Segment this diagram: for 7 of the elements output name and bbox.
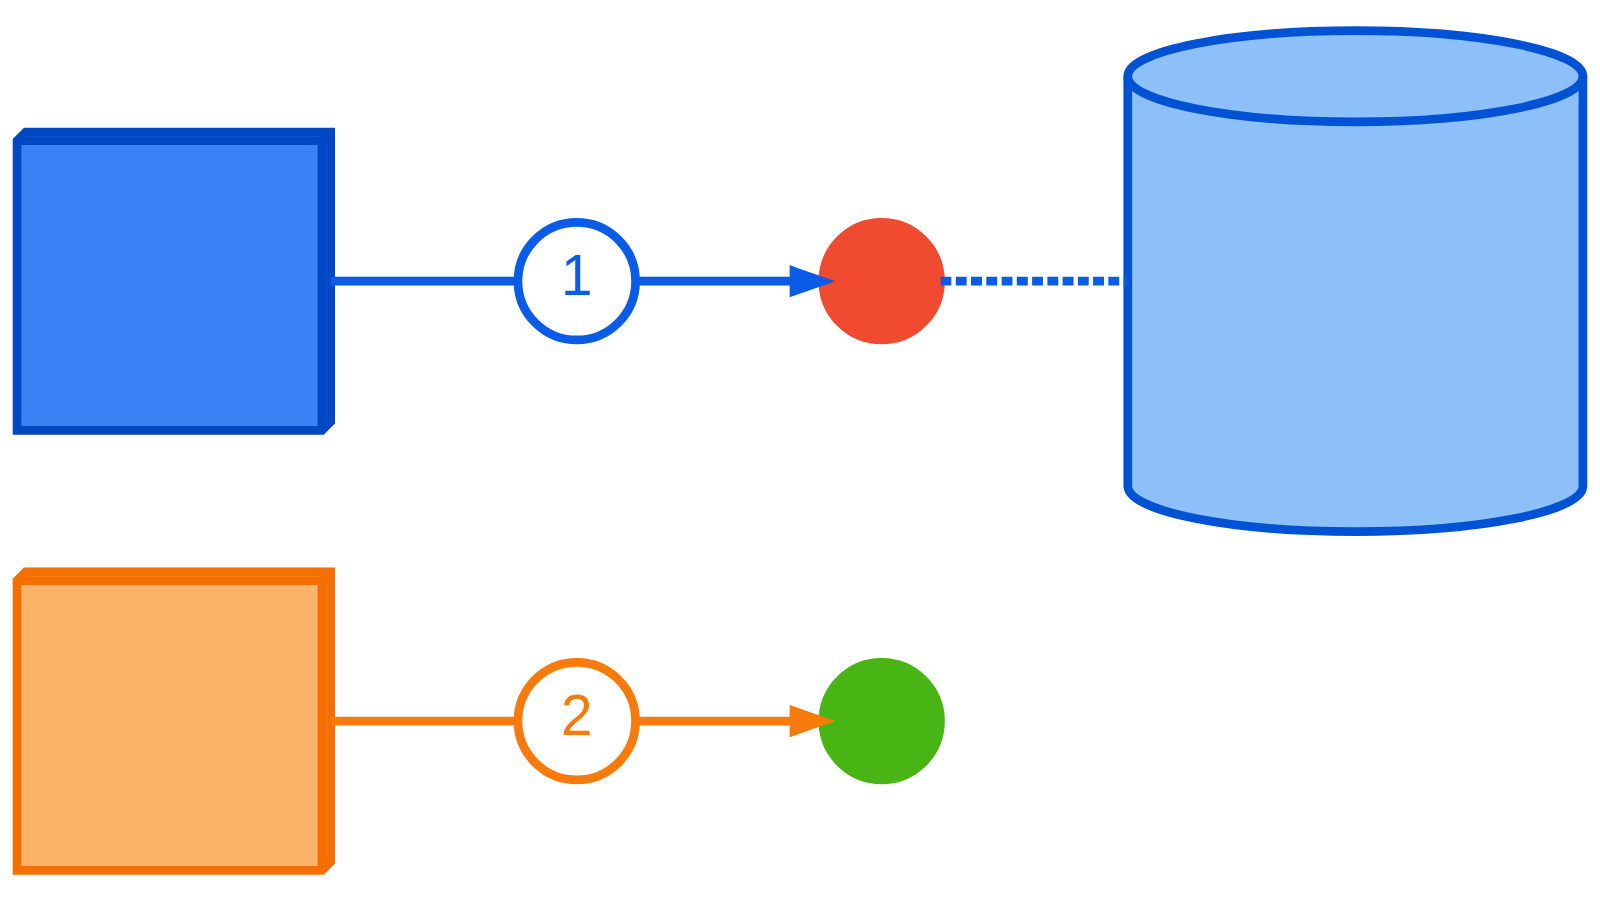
node-circle: 2 (513, 657, 640, 784)
node-circle (818, 657, 945, 784)
arrow (636, 704, 836, 737)
connector (940, 276, 1128, 286)
arrow (636, 264, 836, 297)
node-circle (818, 217, 945, 344)
node-circle: 1 (513, 217, 640, 344)
